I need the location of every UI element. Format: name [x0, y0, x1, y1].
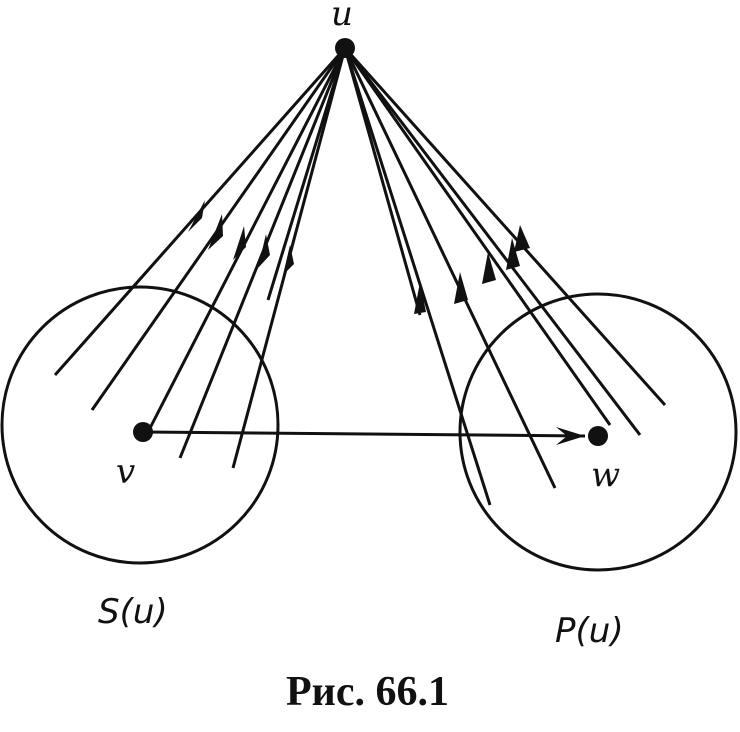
arrowhead [482, 252, 496, 284]
arrowhead [414, 282, 426, 314]
predecessor-set-circle [458, 292, 738, 572]
node-u [335, 38, 355, 58]
incoming-edge [343, 47, 422, 316]
successor-set-label: S(u) [98, 592, 168, 632]
incoming-edge [343, 47, 557, 489]
node-v [133, 422, 153, 442]
figure-caption: Рис. 66.1 [286, 669, 449, 715]
arrowhead [208, 214, 223, 250]
incoming-edges [343, 46, 667, 506]
node-w [588, 426, 608, 446]
incoming-edge [343, 47, 612, 426]
incoming-edge [343, 47, 492, 506]
node-u-label: u [331, 0, 353, 34]
incoming-edge [343, 47, 642, 436]
edge-v-to-w [145, 430, 586, 438]
arrowhead [506, 238, 520, 270]
node-v-label: v [116, 452, 135, 492]
outgoing-edge [266, 47, 347, 301]
predecessor-set-label: P(u) [555, 611, 624, 651]
node-w-label: w [591, 455, 620, 495]
arrowhead [258, 234, 270, 268]
edge-v-to-w-arrowhead [556, 427, 585, 445]
outgoing-edge [146, 47, 347, 433]
arrowhead [514, 225, 530, 252]
arrowhead [283, 245, 294, 275]
successor-set-circle [0, 285, 280, 565]
incoming-edge [343, 46, 667, 407]
arrowhead [233, 226, 246, 260]
arrowhead [454, 272, 468, 304]
outgoing-edges [53, 47, 347, 469]
arrowhead [188, 200, 205, 232]
